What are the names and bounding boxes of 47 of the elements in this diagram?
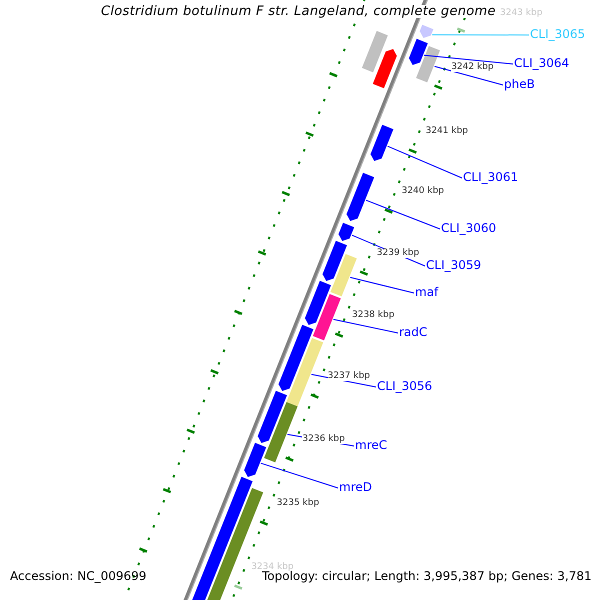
tick-label: 3239 kbp — [376, 249, 420, 258]
gene-label: CLI_3060 — [441, 222, 496, 234]
gene-segment — [304, 280, 331, 325]
accession-text: Accession: NC_009699 — [10, 570, 146, 582]
gene-segment — [408, 38, 428, 65]
gene-label: radC — [399, 326, 428, 338]
leader-line — [260, 462, 338, 488]
tick-label: 3235 kbp — [276, 499, 320, 508]
gene-label: pheB — [504, 78, 535, 90]
gene-segment — [286, 338, 324, 406]
leader-line — [434, 66, 504, 86]
leader-line — [350, 276, 414, 294]
gene-segment — [322, 240, 347, 281]
gene-segment — [258, 390, 287, 443]
tick-label: 3238 kbp — [352, 311, 394, 320]
gene-segment — [416, 46, 440, 82]
gene-segment — [278, 324, 314, 391]
tick-label: 3241 kbp — [426, 127, 468, 136]
gene-segment — [370, 124, 394, 161]
gene-label: CLI_3065 — [530, 28, 586, 40]
gene-label: CLI_3064 — [514, 57, 570, 69]
gene-label: CLI_3059 — [426, 259, 482, 271]
tick-label: 3237 kbp — [328, 372, 370, 381]
gene-label: CLI_3056 — [377, 380, 432, 392]
gene-label: maf — [415, 286, 438, 298]
gene-segment — [346, 172, 374, 221]
gene-segment — [330, 254, 357, 296]
gene-segment — [244, 442, 266, 477]
gene-segment — [372, 49, 397, 88]
gene-segment — [420, 24, 434, 38]
leader-line — [424, 54, 514, 64]
gene-label: CLI_3061 — [463, 171, 518, 183]
tick-label: 3242 kbp — [451, 63, 494, 72]
leader-line — [332, 318, 398, 334]
gene-label: mreC — [355, 439, 388, 451]
tick-label: 3236 kbp — [302, 435, 345, 444]
leader-line — [366, 200, 440, 230]
genome-info-text: Topology: circular; Length: 3,995,387 bp; Genes: 3,781 — [262, 570, 592, 582]
gene-segment — [312, 294, 341, 340]
gene-segment — [362, 30, 388, 72]
gene-label: mreD — [339, 481, 372, 493]
leader-line — [387, 146, 462, 178]
title: Clostridium botulinum F str. Langeland, complete genome — [101, 5, 496, 18]
gene-segment — [264, 402, 298, 462]
tick-label: 3240 kbp — [402, 187, 444, 196]
leader-line — [432, 34, 530, 36]
gene-segment — [338, 222, 354, 241]
